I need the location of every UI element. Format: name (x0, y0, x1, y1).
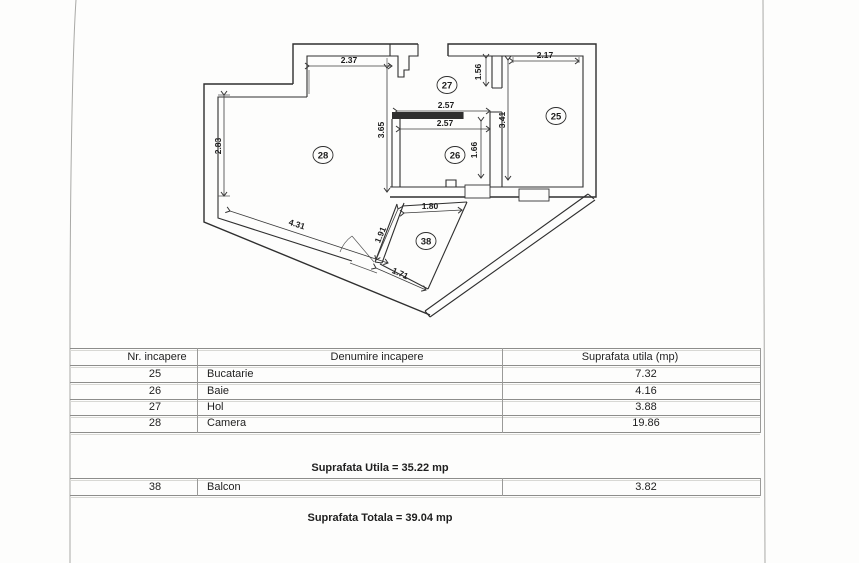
header-suprafata: Suprafata utila (mp) (581, 351, 679, 363)
table-line (760, 478, 761, 496)
dim-257b: 2.57 (437, 118, 454, 128)
table-line (197, 348, 198, 433)
page-edge-left (69, 0, 77, 563)
dim-237: 2.37 (341, 55, 358, 65)
row-area: 19.86 (632, 417, 660, 429)
dim-166: 1.66 (469, 141, 479, 158)
table-line (70, 478, 760, 479)
room-25-label: 25 (551, 112, 562, 123)
dim-365: 3.65 (376, 121, 386, 138)
balcony-name: Balcon (207, 481, 241, 493)
row-name: Bucatarie (207, 368, 254, 380)
row-name: Baie (207, 385, 230, 397)
dim-283: 2.83 (213, 137, 223, 154)
room-38-label: 38 (421, 237, 432, 248)
balcony-nr: 38 (148, 481, 162, 493)
row-name: Camera (207, 417, 247, 429)
row-nr: 26 (148, 385, 162, 397)
dim-431: 4.31 (288, 217, 307, 232)
row-area: 4.16 (635, 385, 657, 397)
row-nr: 27 (148, 401, 162, 413)
room-27-label: 27 (442, 81, 453, 92)
row-name: Hol (207, 401, 224, 413)
table-line (70, 495, 760, 496)
row-nr: 25 (148, 368, 162, 380)
row-area: 3.88 (635, 401, 657, 413)
total-totala: Suprafata Totala = 39.04 mp (307, 512, 453, 524)
room-26-label: 26 (450, 151, 461, 162)
table-line (70, 399, 760, 400)
dim-257a: 2.57 (438, 100, 455, 110)
dim-180: 1.80 (422, 201, 439, 211)
table-line (502, 348, 503, 433)
dim-156: 1.56 (473, 63, 483, 80)
table-line (70, 365, 760, 366)
header-denumire: Denumire incapere (330, 351, 424, 363)
table-line (197, 478, 198, 496)
row-area: 7.32 (635, 368, 657, 380)
dimension-lines (218, 53, 580, 292)
table-line (70, 382, 760, 383)
table-line (70, 415, 760, 416)
table-line (760, 348, 761, 433)
balcony-area: 3.82 (635, 481, 657, 493)
page-edge-right (762, 0, 766, 563)
dim-341: 3.41 (497, 111, 507, 128)
room-28-label: 28 (318, 151, 329, 162)
subtotal-utila: Suprafata Utila = 35.22 mp (311, 462, 449, 474)
row-nr: 28 (148, 417, 162, 429)
table-line (502, 478, 503, 496)
table-line (70, 432, 760, 433)
room-number-labels: 28 27 26 25 38 (312, 76, 567, 250)
header-nr-incapere: Nr. incapere (127, 351, 187, 363)
dimension-labels: 2.37 2.83 3.65 2.57 2.57 1.56 2.17 3.41 … (213, 50, 554, 281)
table-line (70, 348, 760, 349)
dim-217: 2.17 (537, 50, 554, 60)
